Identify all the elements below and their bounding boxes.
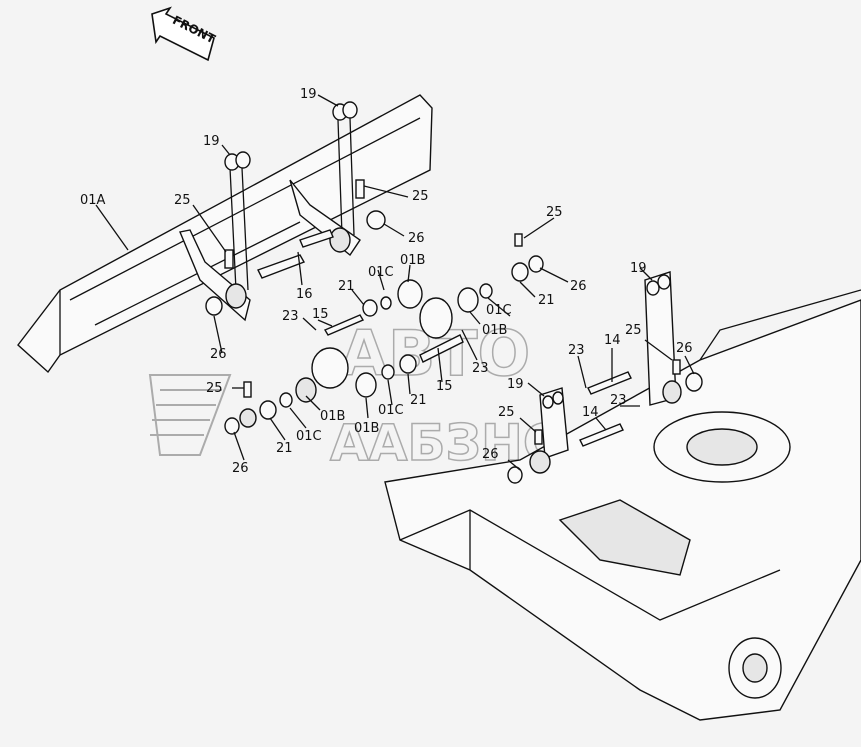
label-01b-c: 01B <box>320 409 345 424</box>
label-21c: 21 <box>410 393 427 408</box>
label-16: 16 <box>296 287 313 302</box>
label-23d: 23 <box>610 393 627 408</box>
left-bracket-assembly <box>205 151 349 435</box>
front-arrow: FRONT <box>151 6 218 62</box>
label-01b-a: 01B <box>400 253 425 268</box>
watermark-logo <box>148 374 232 456</box>
label-15b: 15 <box>436 379 453 394</box>
part-labels: 19 19 19 19 01A 25 25 25 25 25 25 26 26 … <box>80 87 693 476</box>
label-01b-b: 01B <box>482 323 507 338</box>
label-01b-d: 01B <box>354 421 379 436</box>
label-26a: 26 <box>408 231 425 246</box>
label-14b: 14 <box>582 405 599 420</box>
label-25b: 25 <box>412 189 429 204</box>
label-01c-b: 01C <box>486 303 512 318</box>
label-26c: 26 <box>676 341 693 356</box>
label-26f: 26 <box>482 447 499 462</box>
label-19b: 19 <box>203 134 220 149</box>
label-21d: 21 <box>276 441 293 456</box>
label-23a: 23 <box>282 309 299 324</box>
label-14a: 14 <box>604 333 621 348</box>
middle-bracket-assembly <box>299 101 464 398</box>
label-26e: 26 <box>232 461 249 476</box>
label-19d: 19 <box>507 377 524 392</box>
label-23b: 23 <box>472 361 489 376</box>
right-bracket-assembly <box>457 233 703 484</box>
track-frame <box>384 289 861 721</box>
label-21b: 21 <box>538 293 555 308</box>
label-01c-a: 01C <box>368 265 394 280</box>
label-26d: 26 <box>210 347 227 362</box>
label-26b: 26 <box>570 279 587 294</box>
label-01c-d: 01C <box>296 429 322 444</box>
label-01c-c: 01C <box>378 403 404 418</box>
label-25f: 25 <box>498 405 515 420</box>
label-21a: 21 <box>338 279 355 294</box>
dozer-blade <box>17 94 433 374</box>
label-15a: 15 <box>312 307 329 322</box>
label-23c: 23 <box>568 343 585 358</box>
label-25c: 25 <box>546 205 563 220</box>
label-19c: 19 <box>630 261 647 276</box>
label-25e: 25 <box>206 381 223 396</box>
label-25d: 25 <box>625 323 642 338</box>
label-19a: 19 <box>300 87 317 102</box>
label-01a: 01A <box>80 193 106 208</box>
label-25a: 25 <box>174 193 191 208</box>
leader-lines <box>95 94 695 471</box>
